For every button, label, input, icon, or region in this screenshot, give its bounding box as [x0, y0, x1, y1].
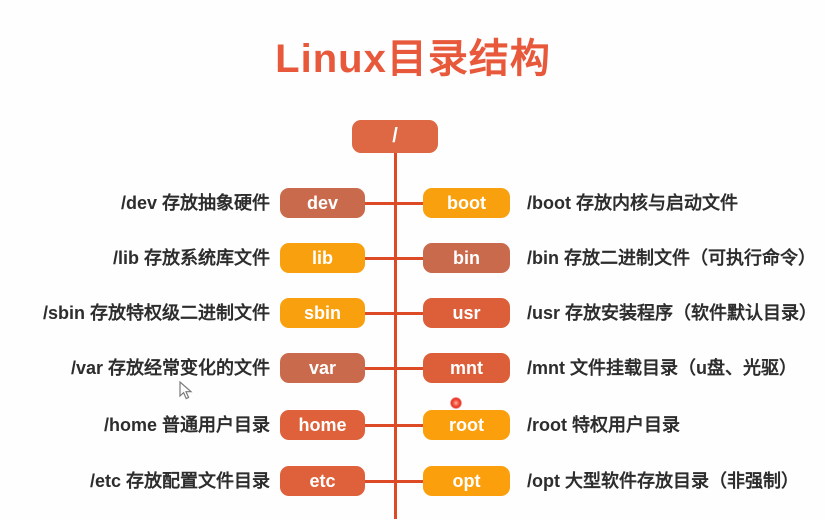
dir-description-etc: /etc 存放配置文件目录 [89, 471, 270, 491]
dir-description-sbin: /sbin 存放特权级二进制文件 [42, 303, 270, 323]
dir-description-usr: /usr 存放安装程序（软件默认目录） [527, 303, 818, 323]
trunk-line [394, 152, 397, 519]
dir-box-root: root [423, 410, 510, 440]
dir-box-lib: lib [280, 243, 365, 273]
dir-box-var: var [280, 353, 365, 383]
dir-box-boot: boot [423, 188, 510, 218]
dir-box-etc: etc [280, 466, 365, 496]
tree-row-home-root: /home 普通用户目录 home root /root 特权用户目录 [0, 410, 826, 440]
dir-description-lib: /lib 存放系统库文件 [113, 248, 270, 268]
tree-row-lib-bin: /lib 存放系统库文件 lib bin /bin 存放二进制文件（可执行命令） [0, 243, 826, 273]
arrow-cursor-icon [179, 381, 193, 400]
dir-box-sbin: sbin [280, 298, 365, 328]
tree-row-var-mnt: /var 存放经常变化的文件 var mnt /mnt 文件挂载目录（u盘、光驱… [0, 353, 826, 383]
dir-description-bin: /bin 存放二进制文件（可执行命令） [527, 248, 816, 268]
dir-box-bin: bin [423, 243, 510, 273]
connector-line [360, 480, 428, 483]
dir-box-mnt: mnt [423, 353, 510, 383]
connector-line [360, 367, 428, 370]
dir-box-usr: usr [423, 298, 510, 328]
tree-row-dev-boot: /dev 存放抽象硬件 dev boot /boot 存放内核与启动文件 [0, 188, 826, 218]
dir-description-root: /root 特权用户目录 [527, 415, 680, 435]
page-title: Linux目录结构 [275, 37, 551, 81]
dir-description-opt: /opt 大型软件存放目录（非强制） [527, 471, 799, 491]
dir-description-dev: /dev 存放抽象硬件 [120, 193, 270, 213]
connector-line [360, 312, 428, 315]
tree-row-etc-opt: /etc 存放配置文件目录 etc opt /opt 大型软件存放目录（非强制） [0, 466, 826, 496]
dir-box-dev: dev [280, 188, 365, 218]
dir-box-home: home [280, 410, 365, 440]
dir-description-boot: /boot 存放内核与启动文件 [527, 193, 738, 213]
dir-description-mnt: /mnt 文件挂载目录（u盘、光驱） [527, 358, 797, 378]
connector-line [360, 202, 428, 205]
dir-box-opt: opt [423, 466, 510, 496]
root-node: / [352, 120, 438, 153]
dir-description-var: /var 存放经常变化的文件 [70, 358, 270, 378]
connector-line [360, 424, 428, 427]
connector-line [360, 257, 428, 260]
tree-row-sbin-usr: /sbin 存放特权级二进制文件 sbin usr /usr 存放安装程序（软件… [0, 298, 826, 328]
dir-description-home: /home 普通用户目录 [103, 415, 270, 435]
laser-pointer-dot [450, 397, 462, 409]
